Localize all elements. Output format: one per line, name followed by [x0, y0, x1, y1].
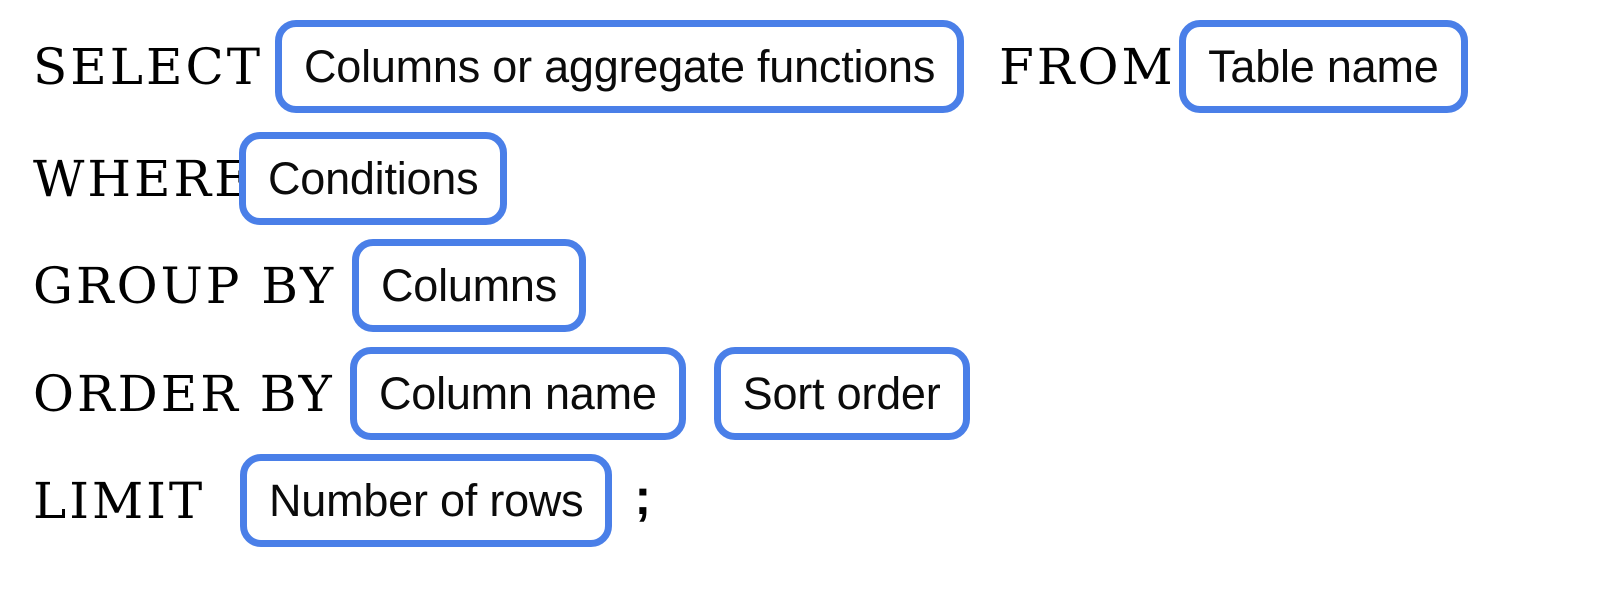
syntax-line-limit: LIMIT Number of rows ; — [0, 454, 651, 547]
syntax-line-select: SELECT Columns or aggregate functions FR… — [0, 20, 1468, 113]
sql-keyword-where: WHERE — [33, 149, 254, 208]
syntax-line-order-by: ORDER BY Column name Sort order — [0, 347, 970, 440]
sql-keyword-group-by: GROUP BY — [33, 256, 337, 315]
statement-terminator-semicolon: ; — [634, 468, 652, 525]
sql-keyword-limit: LIMIT — [33, 471, 206, 530]
placeholder-label: Columns or aggregate functions — [304, 41, 936, 92]
placeholder-sort-order[interactable]: Sort order — [713, 347, 970, 440]
placeholder-label: Sort order — [742, 368, 941, 419]
placeholder-label: Conditions — [268, 153, 479, 204]
placeholder-label: Number of rows — [269, 475, 584, 526]
placeholder-table-name[interactable]: Table name — [1179, 20, 1468, 113]
sql-keyword-order-by: ORDER BY — [33, 364, 335, 423]
syntax-line-group-by: GROUP BY Columns — [0, 239, 586, 332]
placeholder-label: Columns — [381, 260, 557, 311]
placeholder-columns-or-aggregate-functions[interactable]: Columns or aggregate functions — [275, 20, 965, 113]
placeholder-number-of-rows[interactable]: Number of rows — [240, 454, 613, 547]
placeholder-label: Table name — [1208, 41, 1439, 92]
placeholder-conditions[interactable]: Conditions — [239, 132, 508, 225]
placeholder-label: Column name — [379, 368, 657, 419]
placeholder-order-by-column-name[interactable]: Column name — [350, 347, 686, 440]
sql-keyword-from: FROM — [999, 37, 1176, 96]
sql-keyword-select: SELECT — [33, 37, 264, 96]
syntax-line-where: WHERE Conditions — [0, 132, 508, 225]
placeholder-group-by-columns[interactable]: Columns — [352, 239, 586, 332]
